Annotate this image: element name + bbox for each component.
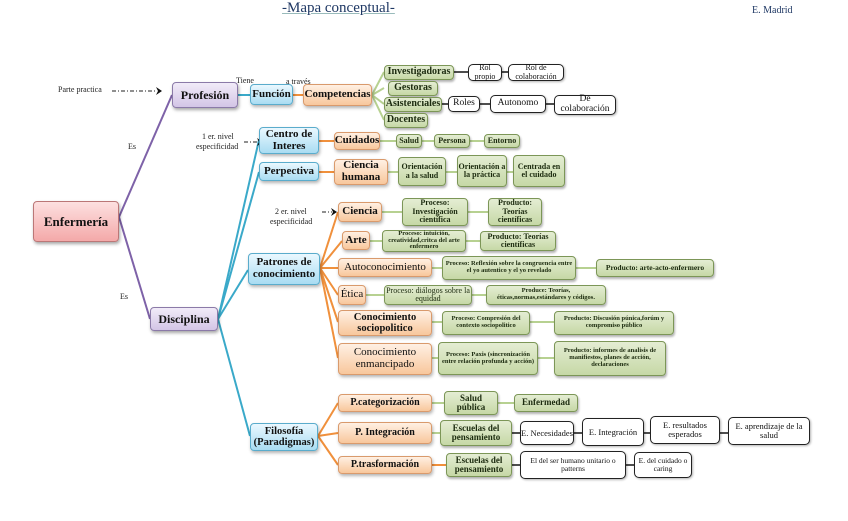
node-ciencia-producto[interactable]: Producto: Teorías científicas xyxy=(488,198,542,226)
node-escuelas-pensamiento-2[interactable]: Escuelas del pensamiento xyxy=(446,453,512,477)
label-nivel2-especificidad: especificidad xyxy=(270,217,313,226)
node-filosofia-paradigmas[interactable]: Filosofía (Paradigmas) xyxy=(250,423,318,451)
node-socio-proceso[interactable]: Proceso: Compresión del contexto sociopo… xyxy=(442,311,530,335)
link-disciplina-perpectiva xyxy=(217,171,260,320)
node-conocimiento-enmancipado[interactable]: Conocimiento enmancipado xyxy=(338,343,432,375)
node-profesion[interactable]: Profesión xyxy=(172,82,238,108)
node-centrada-cuidado[interactable]: Centrada en el cuidado xyxy=(513,155,565,187)
label-nivel2: 2 er. nivel xyxy=(275,207,307,216)
node-enfermeria[interactable]: Enfermería xyxy=(33,201,119,242)
label-nivel1: 1 er. nivel xyxy=(202,132,234,141)
node-de-colaboracion[interactable]: De colaboración xyxy=(554,94,616,115)
link-disciplina-filosofia xyxy=(217,318,251,437)
node-patrones-conocimiento[interactable]: Patrones de conocimiento xyxy=(248,253,320,285)
node-ser-humano-unitario[interactable]: El del ser humano unitario o patterns xyxy=(520,451,626,479)
node-p-integracion[interactable]: P. Integración xyxy=(338,422,432,444)
label-a-traves: a través xyxy=(286,77,311,86)
arrowhead-icon xyxy=(156,87,162,95)
arrowhead-icon xyxy=(331,208,337,216)
node-funcion[interactable]: Función xyxy=(250,84,293,105)
node-e-resultados-esperados[interactable]: E. resultados esperados xyxy=(650,416,720,444)
node-arte-proceso[interactable]: Proceso: intuición, creatividad,critca d… xyxy=(382,230,466,252)
node-socio-producto[interactable]: Producto: Discusión púnica,forúm y compr… xyxy=(554,311,674,335)
node-p-categorizacion[interactable]: P.categorización xyxy=(338,394,432,412)
link-enfermeria-profesion xyxy=(118,94,173,218)
node-e-aprendizaje-salud[interactable]: E. aprendizaje de la salud xyxy=(728,417,810,445)
node-ciencia-humana[interactable]: Ciencia humana xyxy=(334,159,388,185)
author-label: E. Madrid xyxy=(752,5,793,16)
node-gestoras[interactable]: Gestoras xyxy=(388,81,438,96)
node-roles[interactable]: Roles xyxy=(448,96,480,112)
node-orientacion-salud[interactable]: Orientación a la salud xyxy=(398,157,446,186)
link-disciplina-centro xyxy=(217,139,260,320)
label-es-bottom: Es xyxy=(120,292,128,301)
label-nivel1-especificidad: especificidad xyxy=(196,142,239,151)
node-disciplina[interactable]: Disciplina xyxy=(150,307,218,331)
node-autonomo[interactable]: Autonomo xyxy=(490,95,546,113)
node-asistenciales[interactable]: Asistenciales xyxy=(384,97,442,112)
node-docentes[interactable]: Docentes xyxy=(384,113,428,128)
node-etica-producto[interactable]: Produce: Teorías, éticas,normas,estándar… xyxy=(486,285,606,305)
node-entorno[interactable]: Entorno xyxy=(484,134,520,148)
node-rol-colaboracion[interactable]: Rol de colaboración xyxy=(508,63,564,81)
node-salud[interactable]: Salud xyxy=(396,134,422,148)
node-persona[interactable]: Persona xyxy=(434,134,470,148)
page-title: -Mapa conceptual- xyxy=(282,0,395,16)
node-salud-publica[interactable]: Salud pública xyxy=(444,391,498,415)
label-es-top: Es xyxy=(128,142,136,151)
link-disciplina-patrones xyxy=(217,269,249,320)
label-parte-practica: Parte practica xyxy=(58,85,102,94)
node-ciencia-proceso[interactable]: Proceso: Investigación científica xyxy=(402,198,468,226)
node-centro-interes[interactable]: Centro de Interes xyxy=(259,127,319,154)
node-conocimiento-sociopolitico[interactable]: Conocimiento sociopolitico xyxy=(338,310,432,336)
node-auto-producto[interactable]: Producto: arte-acto-enfermero xyxy=(596,259,714,277)
node-cuidados[interactable]: Cuidados xyxy=(334,132,380,150)
node-enfermedad[interactable]: Enfermedad xyxy=(514,394,578,412)
node-perpectiva[interactable]: Perpectiva xyxy=(259,162,319,181)
node-arte[interactable]: Arte xyxy=(342,231,370,250)
node-e-cuidado-caring[interactable]: E. del cuidado o caring xyxy=(634,452,692,478)
node-escuelas-pensamiento-1[interactable]: Escuelas del pensamiento xyxy=(440,420,512,446)
node-e-necesidades[interactable]: E. Necesidades xyxy=(520,421,574,445)
node-competencias[interactable]: Competencias xyxy=(303,84,372,106)
node-auto-proceso[interactable]: Proceso: Reflexión sobre la congruencia … xyxy=(442,256,576,280)
node-enm-proceso[interactable]: Proceso: Paxis (sincronización entre rel… xyxy=(438,342,538,375)
node-p-trasformacion[interactable]: P.trasformación xyxy=(338,456,432,474)
node-enm-producto[interactable]: Producto: informes de analisis de manifi… xyxy=(554,341,666,376)
node-rol-propio[interactable]: Rol propio xyxy=(468,63,502,81)
node-autoconocimiento[interactable]: Autoconocimiento xyxy=(338,258,432,277)
node-arte-producto[interactable]: Producto: Teorías científicas xyxy=(480,231,556,251)
node-etica-proceso[interactable]: Proceso: diálogos sobre la equidad xyxy=(384,285,472,305)
node-e-integracion[interactable]: E. Integración xyxy=(582,418,644,446)
node-ciencia[interactable]: Ciencia xyxy=(338,202,382,222)
link-enfermeria-disciplina xyxy=(118,216,151,320)
node-investigadoras[interactable]: Investigadoras xyxy=(384,65,454,80)
node-etica[interactable]: Ética xyxy=(338,285,366,305)
node-orientacion-practica[interactable]: Orientación a la práctica xyxy=(457,155,507,187)
label-tiene: Tiene xyxy=(236,76,254,85)
